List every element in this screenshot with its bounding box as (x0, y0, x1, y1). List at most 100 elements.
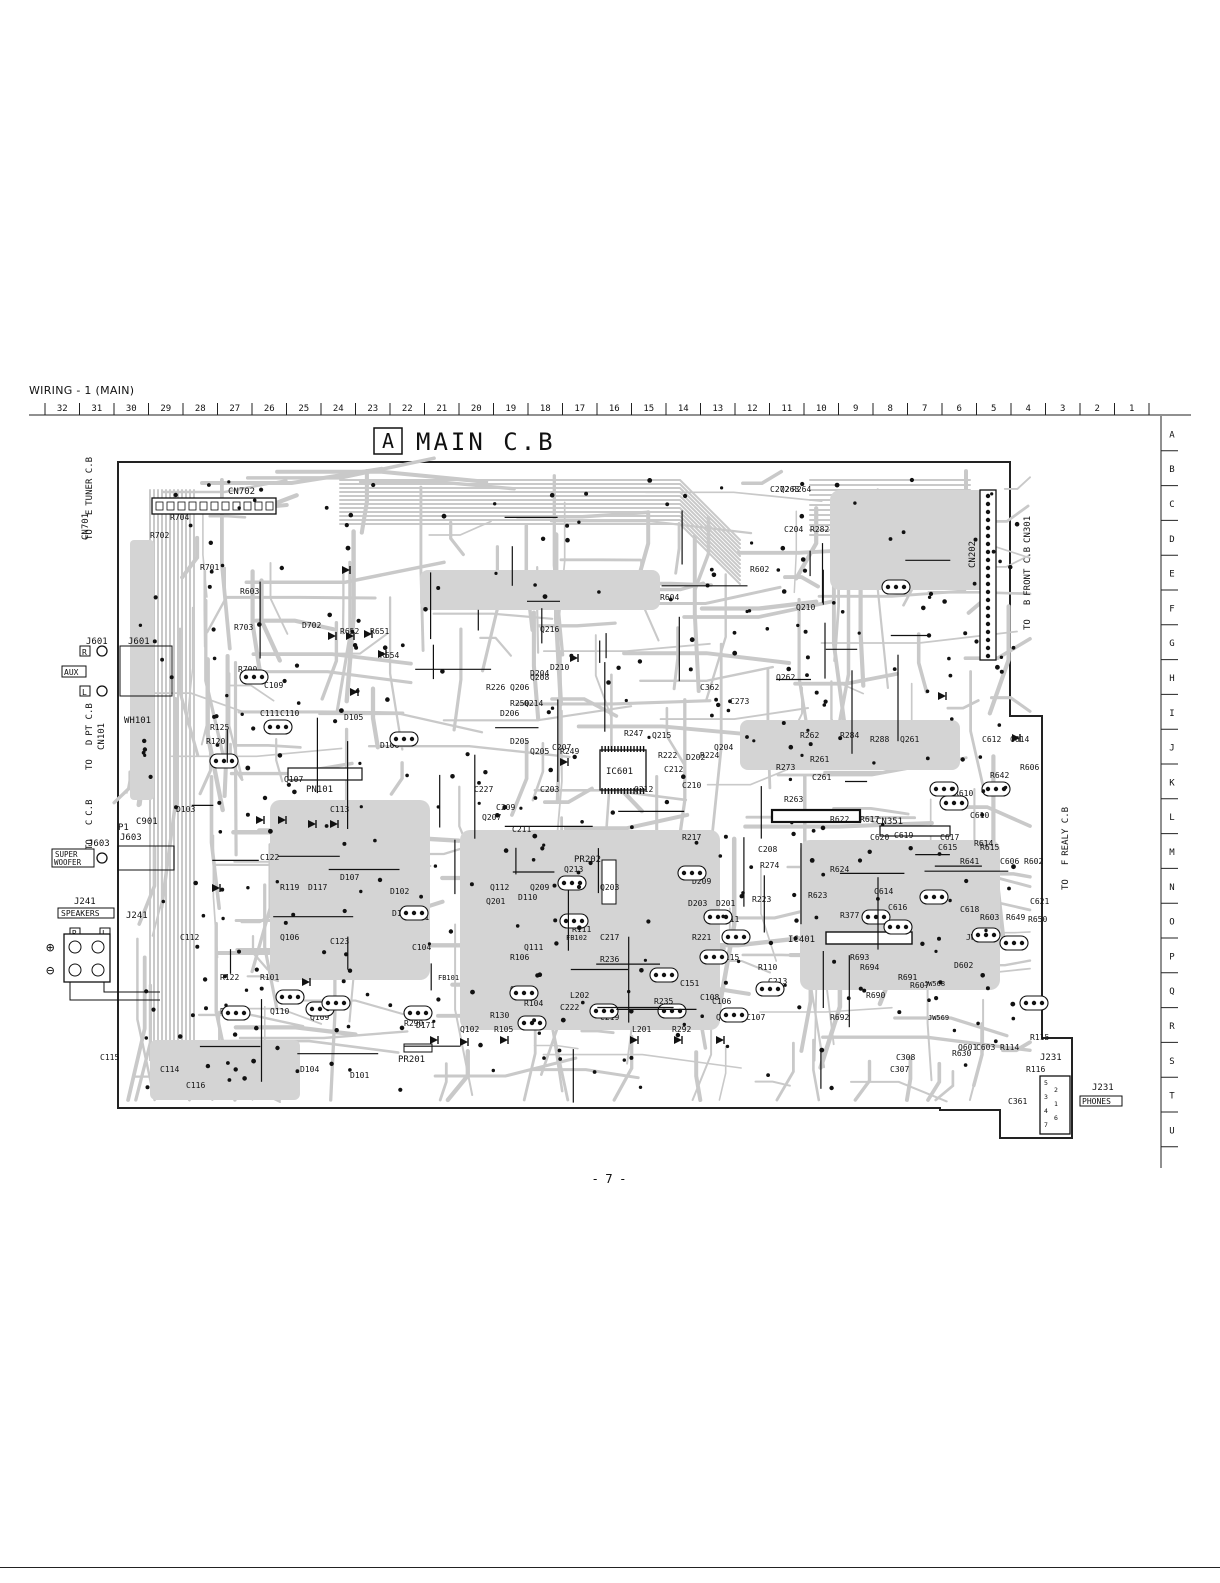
diode-symbol (308, 820, 316, 828)
transistor-pin (723, 1012, 729, 1018)
via (723, 980, 728, 985)
via (204, 1006, 208, 1011)
component-label: D206 (500, 709, 519, 718)
via (142, 747, 148, 752)
component-label: R288 (870, 735, 889, 744)
via (144, 989, 149, 994)
component-label: R114 (1000, 1043, 1019, 1052)
component-label: R292 (672, 1025, 691, 1034)
via (793, 936, 798, 941)
via (976, 1021, 980, 1026)
via (606, 680, 611, 685)
row-label: F (1169, 604, 1174, 614)
via (776, 568, 781, 572)
via (275, 880, 279, 884)
svg-text:L: L (82, 688, 87, 697)
transistor-pin (959, 800, 965, 806)
main-circuit-board-diagram: A MAIN C.B CN702 CN202 PN101 IC601 IC401… (46, 427, 1123, 1139)
transistor-pin (983, 932, 989, 938)
component-label: R614 (974, 839, 993, 848)
component-label: D103 (176, 805, 195, 814)
transistor-pin (715, 914, 721, 920)
via (610, 810, 615, 815)
trace (821, 1035, 1032, 1052)
via (327, 612, 333, 618)
pr201-body (403, 1043, 433, 1053)
transistor-pin (895, 924, 901, 930)
trace (904, 1055, 913, 1102)
transistor-pin (537, 1020, 543, 1026)
via (550, 706, 555, 710)
via (629, 1009, 634, 1014)
component-label: JW569 (928, 1014, 949, 1022)
via (576, 870, 581, 875)
via (723, 834, 728, 839)
trace (359, 468, 369, 535)
trace (612, 1034, 634, 1102)
via (225, 693, 229, 698)
via (398, 1087, 403, 1092)
component-label: C122 (260, 853, 279, 862)
via (909, 477, 915, 483)
trace (515, 699, 712, 706)
transistor-pin (1039, 1000, 1045, 1006)
diode-symbol (378, 650, 386, 658)
via (925, 689, 930, 694)
transistor-pin (985, 786, 991, 792)
via (858, 986, 863, 991)
component-label: C261 (812, 773, 831, 782)
bus-trace (339, 491, 741, 553)
via (152, 639, 157, 644)
trace (251, 652, 413, 666)
bus-trace (339, 495, 741, 557)
column-label: 5 (991, 404, 996, 414)
via (440, 669, 445, 674)
via (470, 989, 475, 995)
component-label: C212 (664, 765, 683, 774)
component-label: R104 (524, 999, 543, 1008)
component-label: R110 (758, 963, 777, 972)
via (341, 979, 346, 984)
component-label: Q209 (530, 883, 549, 892)
component-label: R690 (866, 991, 885, 1000)
component-label: R223 (752, 895, 771, 904)
component-label: R122 (220, 973, 239, 982)
via (334, 1028, 339, 1033)
via (145, 1085, 150, 1090)
via (237, 506, 241, 510)
component-label: C217 (600, 933, 619, 942)
bus-trace (339, 511, 741, 573)
via (799, 513, 805, 519)
pr202-label: PR202 (574, 855, 601, 865)
via (569, 653, 574, 658)
trace (180, 535, 200, 580)
transistor-pin (1011, 940, 1017, 946)
via (592, 1070, 597, 1074)
trace (989, 696, 1032, 713)
component-label: Q102 (460, 1025, 479, 1034)
via (872, 761, 876, 765)
via (974, 639, 979, 644)
svg-text:SPEAKERS: SPEAKERS (61, 909, 100, 918)
trace (438, 1062, 448, 1102)
via (948, 673, 953, 678)
via (963, 1063, 968, 1067)
trace (136, 937, 156, 1102)
via (934, 949, 938, 954)
transistor-pin (719, 954, 725, 960)
via (960, 757, 965, 762)
trace (542, 786, 594, 804)
trace (1003, 476, 1031, 490)
trace (987, 604, 1011, 716)
via (1003, 785, 1008, 790)
diode-symbol (212, 884, 220, 892)
via (291, 912, 296, 917)
via (557, 1048, 562, 1053)
via (294, 663, 300, 668)
via (581, 1000, 585, 1005)
trace (250, 569, 263, 680)
component-label: R652 (340, 627, 359, 636)
via (531, 858, 536, 862)
via (259, 487, 264, 492)
via (973, 537, 978, 542)
